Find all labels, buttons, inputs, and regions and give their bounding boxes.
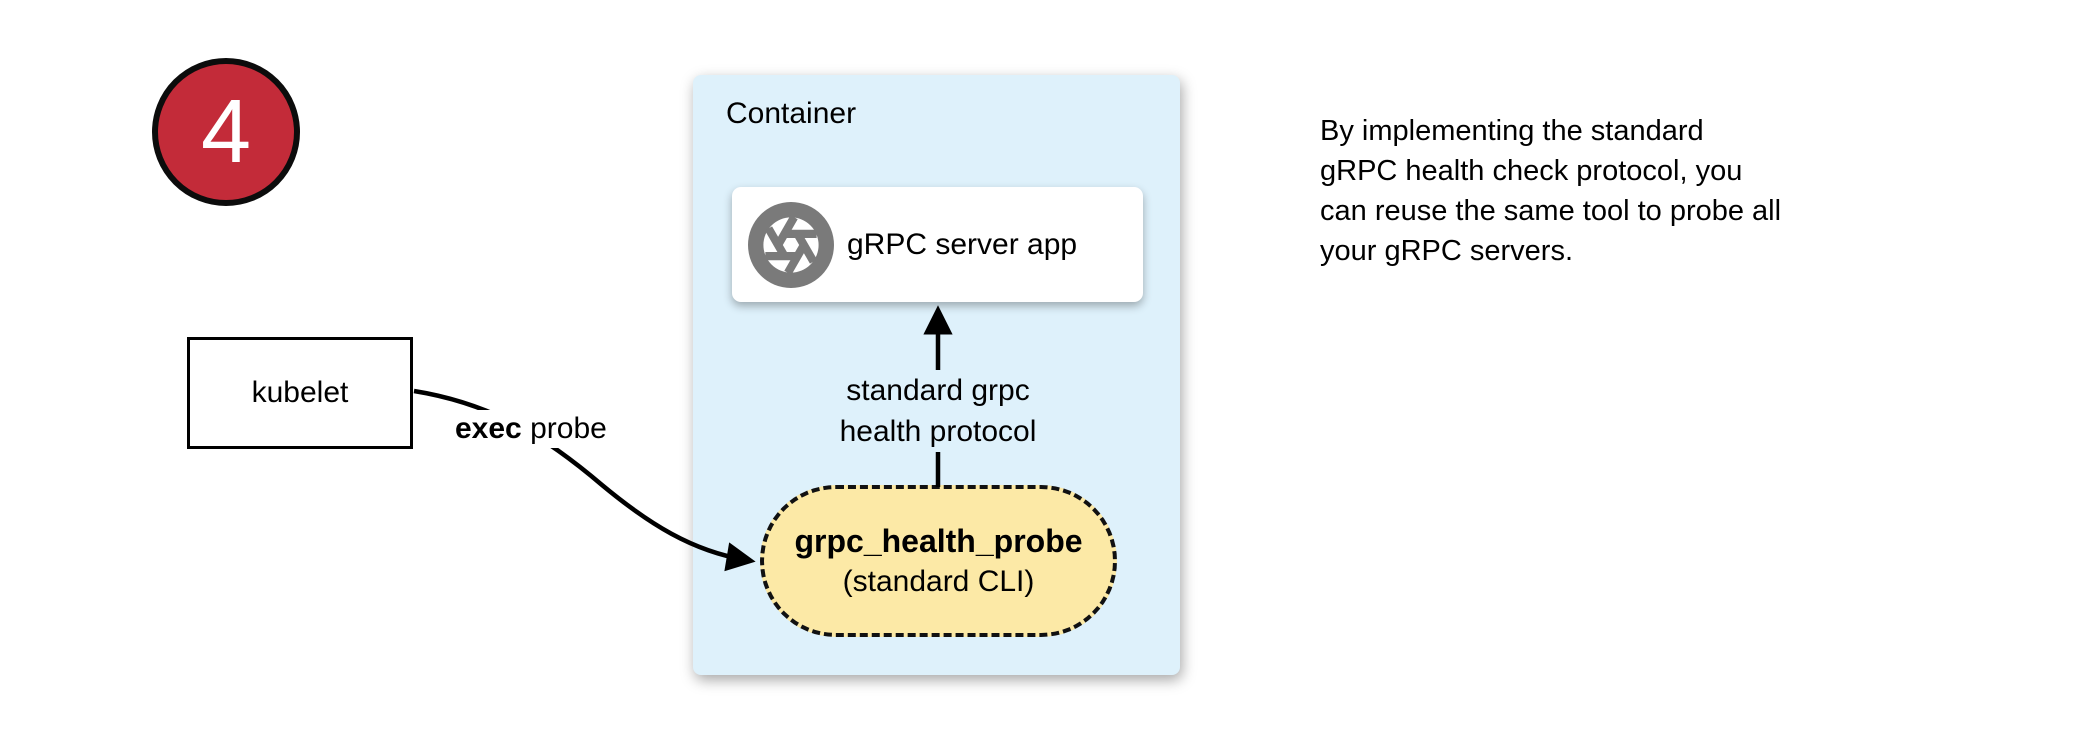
edge-label-health-protocol: standard grpc health protocol [798, 370, 1078, 452]
aperture-icon [748, 201, 834, 288]
probe-title: grpc_health_probe [794, 523, 1083, 559]
edge-label-exec-probe: exec probe [450, 410, 612, 448]
note-text: By implementing the standard gRPC health… [1320, 115, 1782, 267]
node-grpc-server-app: gRPC server app [732, 187, 1143, 302]
step-number: 4 [200, 82, 252, 182]
server-app-label: gRPC server app [847, 227, 1078, 261]
node-kubelet: kubelet [187, 337, 413, 449]
exec-probe-label-rest: probe [521, 412, 607, 445]
step-badge: 4 [152, 58, 300, 206]
probe-subtitle: (standard CLI) [842, 565, 1035, 598]
node-grpc-health-probe: grpc_health_probe (standard CLI) [760, 485, 1117, 637]
kubelet-label: kubelet [251, 376, 349, 409]
container-label: Container [726, 97, 857, 130]
exec-probe-label-bold: exec [455, 412, 522, 445]
